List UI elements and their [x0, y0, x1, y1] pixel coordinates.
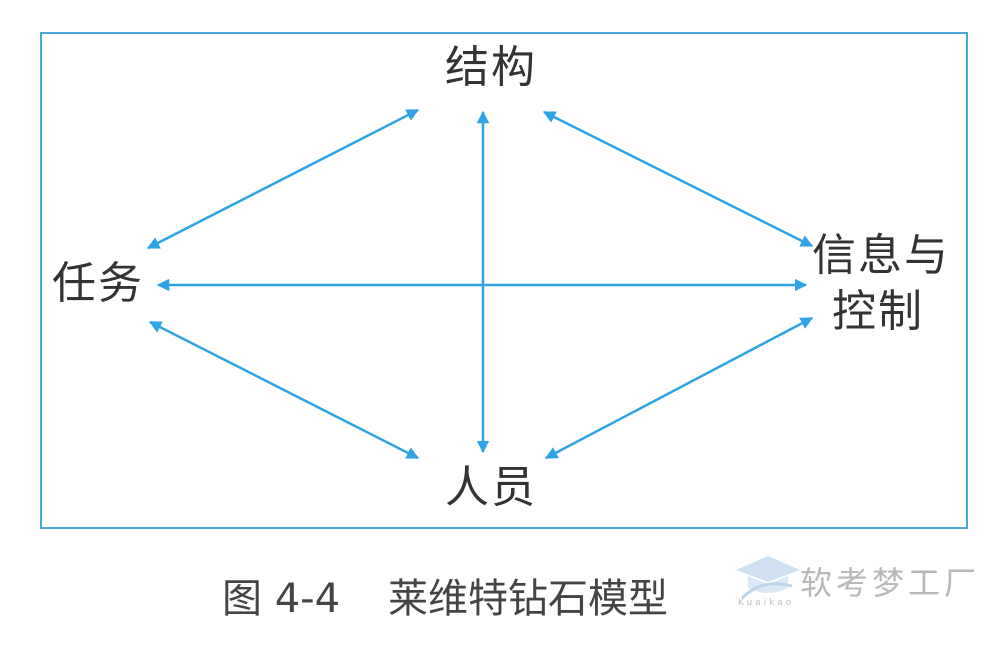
arrow-people-info — [544, 316, 814, 460]
arrow-structure-info — [542, 110, 814, 248]
node-info-control-line2: 控制 — [832, 286, 924, 337]
diagram-frame — [40, 32, 968, 529]
watermark-text: 软考梦工厂 — [800, 564, 981, 602]
node-structure: 结构 — [445, 42, 537, 93]
graduation-cap-icon — [736, 556, 800, 600]
figure-title: 莱维特钻石模型 — [388, 576, 669, 622]
node-info-control-line1: 信息与 — [812, 230, 950, 281]
node-people: 人员 — [445, 462, 537, 513]
figure-number: 图 4-4 — [222, 576, 341, 622]
arrow-task-people — [148, 320, 420, 460]
arrow-task-structure — [146, 108, 420, 250]
figure-caption: 图 4-4 莱维特钻石模型 — [222, 566, 668, 624]
watermark-subtext: Kuaikao — [738, 598, 795, 608]
node-task: 任务 — [52, 258, 144, 309]
